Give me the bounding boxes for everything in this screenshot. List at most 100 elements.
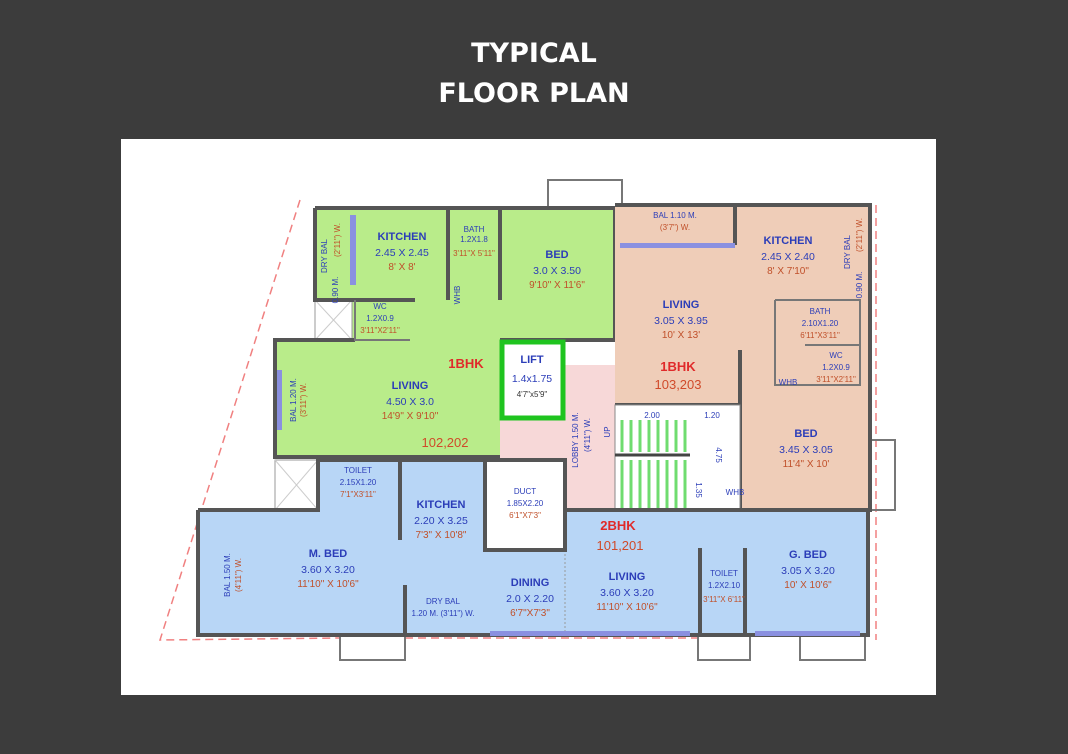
room-size: 3.05 X 3.95 [654, 315, 708, 327]
stair-dimension: 4.75 [714, 447, 723, 463]
room-size-feet: (2'11") W. [333, 223, 342, 257]
top-balcony-bay [547, 179, 623, 209]
bottom-bay [339, 633, 406, 661]
title-line-1: TYPICAL [471, 38, 597, 69]
bottom-bay [697, 633, 751, 661]
room-name: LIVING [609, 571, 646, 583]
room-size-feet: (3'7") W. [660, 223, 690, 232]
stair-up-label: UP [603, 426, 612, 437]
room-size-feet: 9'10" X 11'6" [529, 280, 585, 291]
room-size: 2.20 X 3.25 [414, 515, 468, 527]
room-size: 1.85X2.20 [507, 499, 544, 508]
lift [499, 339, 566, 421]
room-size: 3.0 X 3.50 [533, 265, 581, 277]
unit-type-label: 1BHK [448, 356, 484, 371]
room-name: LOBBY 1.50 M. [571, 412, 580, 467]
staircase [614, 404, 741, 511]
unit-type-label: 1BHK [660, 359, 696, 374]
room-size: 1.20 M. (3'11") W. [412, 609, 475, 618]
room-size-feet: 3'11"X 6'11" [703, 595, 745, 604]
room-size-feet: 4'7"x5'9" [517, 390, 548, 399]
room-name: LIFT [520, 354, 543, 366]
room-size: 2.45 X 2.40 [761, 251, 815, 263]
unit-number-label: 101,201 [597, 538, 644, 553]
room-size-feet: 8' X 7'10" [767, 266, 809, 277]
room-name: TOILET [344, 466, 372, 475]
room-size-feet: (4'11") W. [234, 558, 243, 592]
duct [483, 458, 567, 552]
room-size: 0.90 M. [855, 272, 864, 299]
unit-number-label: 103,203 [655, 377, 702, 392]
room-name: BATH [464, 225, 485, 234]
room-name: LIVING [663, 299, 700, 311]
room-size: 1.2X2.10 [708, 581, 741, 590]
room-name: BAL 1.10 M. [653, 211, 697, 220]
room-size: 1.2X1.8 [460, 235, 488, 244]
room-size-feet: 6'1"X7'3" [509, 511, 541, 520]
lobby-area [565, 365, 615, 425]
room-size: 4.50 X 3.0 [386, 396, 434, 408]
room-size-feet: (4'11") W. [583, 418, 592, 452]
room-name: BAL 1.50 M. [223, 553, 232, 597]
room-name: BATH [810, 307, 831, 316]
room-size-feet: 3'11"X2'11" [360, 326, 400, 335]
room-size-feet: 6'7"X7'3" [510, 608, 550, 619]
unit-type-label: 2BHK [600, 518, 636, 533]
room-name: WC [829, 351, 843, 360]
stair-dimension: 2.00 [644, 411, 660, 420]
room-name: DRY BAL [843, 234, 852, 268]
whb-label: WHB [453, 286, 462, 305]
room-size: 2.0 X 2.20 [506, 593, 554, 605]
room-name: BED [545, 249, 568, 261]
room-name: G. BED [789, 549, 827, 561]
room-name: BAL 1.20 M. [289, 378, 298, 422]
room-size-feet: 3'11"X2'11" [816, 375, 856, 384]
room-size: 1.4x1.75 [512, 373, 552, 385]
unit-1bhk-102-202 [273, 206, 617, 459]
room-name: KITCHEN [417, 499, 466, 511]
room-name: KITCHEN [378, 231, 427, 243]
room-size-feet: 10' X 10'6" [784, 580, 832, 591]
room-name: DRY BAL [426, 597, 460, 606]
room-size: 3.60 X 3.20 [600, 587, 654, 599]
room-size-feet: 7'1"X3'11" [340, 490, 376, 499]
floor-plan-sheet: KITCHEN 2.45 X 2.45 8' X 8' DRY BAL 0.90… [121, 139, 936, 695]
room-name: M. BED [309, 548, 348, 560]
room-name: DUCT [514, 487, 536, 496]
room-size-feet: (3'11") W. [299, 383, 308, 417]
room-size: 1.2X0.9 [366, 314, 394, 323]
room-size-feet: (2'11") W. [855, 218, 864, 252]
room-size: 2.45 X 2.45 [375, 247, 429, 259]
room-name: BED [794, 428, 817, 440]
room-size-feet: 8' X 8' [388, 262, 415, 273]
floor-plan-drawing: KITCHEN 2.45 X 2.45 8' X 8' DRY BAL 0.90… [158, 179, 896, 661]
whb-label: WHB [726, 488, 745, 497]
title-line-2: FLOOR PLAN [438, 78, 630, 109]
room-name: LIVING [392, 380, 429, 392]
room-size: 3.60 X 3.20 [301, 564, 355, 576]
room-size-feet: 11'4" X 10' [783, 459, 830, 470]
room-size-feet: 14'9" X 9'10" [382, 411, 439, 422]
room-size-feet: 3'11"X 5'11" [453, 249, 495, 258]
whb-label: WHB [779, 378, 798, 387]
stair-dimension: 1.20 [704, 411, 720, 420]
room-size: 2.10X1.20 [802, 319, 839, 328]
room-size: 0.90 M. [331, 277, 340, 304]
room-name: TOILET [710, 569, 738, 578]
unit-2bhk-101-201 [196, 458, 870, 637]
room-size-feet: 6'11"X3'11" [800, 331, 840, 340]
room-size-feet: 11'10" X 10'6" [297, 579, 359, 590]
room-size-feet: 11'10" X 10'6" [596, 602, 658, 613]
stair-dimension: 1.35 [694, 482, 703, 498]
room-size: 2.15X1.20 [340, 478, 377, 487]
plot-boundary [158, 199, 341, 641]
right-bay [867, 439, 896, 511]
room-size: 3.45 X 3.05 [779, 444, 833, 456]
bottom-bay [799, 633, 866, 661]
room-name: DINING [511, 577, 550, 589]
room-name: KITCHEN [764, 235, 813, 247]
room-size: 1.2X0.9 [822, 363, 850, 372]
room-name: WC [373, 302, 387, 311]
room-size-feet: 10' X 13' [662, 330, 700, 341]
room-size: 3.05 X 3.20 [781, 565, 835, 577]
